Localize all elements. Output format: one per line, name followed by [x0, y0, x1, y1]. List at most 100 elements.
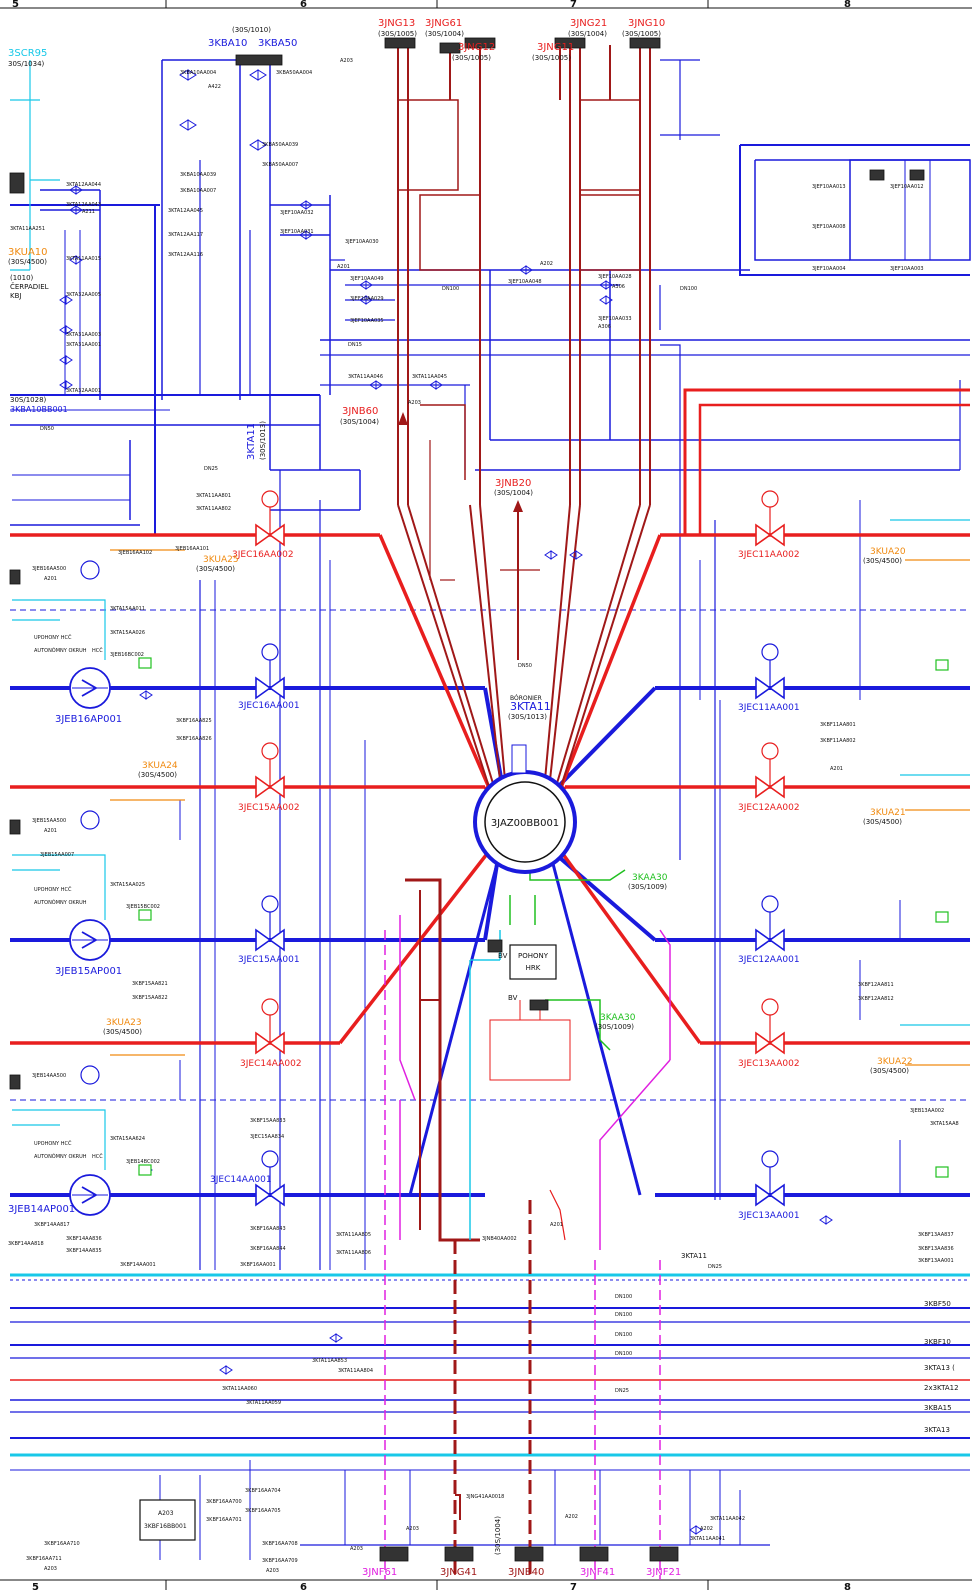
pohony-hrk-box[interactable]: [509, 944, 557, 980]
aa-tag: 3KBA50AA007: [262, 162, 298, 168]
aux-label: DN25: [615, 1388, 629, 1394]
kua-label: 3KUA21: [870, 808, 906, 818]
kua-ref: (30S/4500): [863, 557, 902, 565]
vessel-note: 3KTA11: [510, 700, 551, 713]
aa-tag: 3KTA15AA025: [110, 882, 145, 888]
aa-tag: 3KBA10AA007: [180, 188, 216, 194]
aux-label: A203: [340, 58, 353, 64]
aa-tag: 3JEF10AA030: [345, 239, 379, 245]
aa-tag: 3KTA11AA045: [412, 374, 447, 380]
pump-3jeb15ap001[interactable]: [69, 919, 111, 961]
frame-number-bottom: 7: [570, 1582, 577, 1590]
valve-3jec15aa001[interactable]: [255, 895, 285, 952]
kua-ref: (30S/4500): [863, 818, 902, 826]
frame-number-top: 6: [300, 0, 307, 10]
aa-tag: 3KTA15AA026: [110, 630, 145, 636]
valve-3jec13aa001[interactable]: [755, 1150, 785, 1207]
aux-label: A203: [350, 1546, 363, 1552]
aa-tag: 3JEF10AA048: [508, 279, 542, 285]
valve-3jec16aa002[interactable]: [255, 490, 285, 547]
connection-label: 3JNG12: [458, 42, 495, 53]
kaa-label: 3KAA30: [632, 873, 668, 883]
valve-label: 3JEC13AA001: [738, 1211, 800, 1221]
valve-3jec14aa001[interactable]: [255, 1150, 285, 1207]
valve-3jec14aa002[interactable]: [255, 998, 285, 1055]
vessel-note: (30S/1013): [508, 713, 547, 721]
aa-tag: 3KTA32AA001: [66, 388, 101, 394]
aa-tag: 3KTA11AA804: [338, 1368, 373, 1374]
valve-3jec16aa001[interactable]: [255, 643, 285, 700]
upohony-label: UPOHONY HCČ: [34, 634, 72, 641]
aa-tag: 3KTA31AA001: [66, 342, 101, 348]
valve-3jec11aa002[interactable]: [755, 490, 785, 547]
aa-tag: 3JEF10AA028: [598, 274, 632, 280]
kua-label: 3KUA24: [142, 761, 178, 771]
aux-label: DN50: [518, 663, 532, 669]
valve-3jec13aa002[interactable]: [755, 998, 785, 1055]
aa-tag: 3JEB15AA007: [40, 852, 74, 858]
aa-tag: 3KBF11AA802: [820, 738, 856, 744]
valve-3jec15aa002[interactable]: [255, 742, 285, 799]
bv-label: BV: [508, 994, 518, 1002]
aux-label: A203: [406, 1526, 419, 1532]
aa-tag: 3KBF15AA821: [132, 981, 168, 987]
aa-tag: 3JEF10AA049: [350, 276, 384, 282]
aa-tag: 3KBF16AA710: [44, 1541, 80, 1547]
aa-tag: 3KTA12AA116: [168, 252, 203, 258]
valve-label: 3JEC13AA002: [738, 1059, 800, 1069]
valve-3jec12aa002[interactable]: [755, 742, 785, 799]
aux-label: DN100: [680, 286, 697, 292]
aa-tag: 3KBF16AA701: [206, 1517, 242, 1523]
aa-tag: 3KBF16AA826: [176, 736, 212, 742]
aa-tag: 3KBF16AA001: [240, 1262, 276, 1268]
aa-tag: 3KTA15AA8: [930, 1121, 959, 1127]
aa-tag: 3KTA11AA806: [336, 1250, 371, 1256]
pump-3jeb14ap001[interactable]: [69, 1174, 111, 1216]
kaa-ref: (30S/1009): [628, 883, 667, 891]
valve-3jec11aa001[interactable]: [755, 643, 785, 700]
kua-ref: (30S/4500): [138, 771, 177, 779]
kua-label: 3KUA22: [877, 1057, 913, 1067]
aux-label: A201: [44, 576, 57, 582]
aa-tag: 3KTA11AA042: [710, 1516, 745, 1522]
aa-tag: 3JEF10AA033: [598, 316, 632, 322]
cyan-piping: [10, 60, 970, 1240]
aa-tag: 3JEB16BC002: [110, 652, 144, 658]
valve-3jec12aa001[interactable]: [755, 895, 785, 952]
tank-label: 3KBF16BB001: [144, 1523, 187, 1530]
kua-label: 3KUA23: [106, 1018, 142, 1028]
aux-label: A202: [700, 1526, 713, 1532]
kta11-bottom-label: 3KTA11: [681, 1252, 707, 1260]
vessel-label: 3JAZ00BB001: [491, 818, 559, 829]
pump-3jeb16ap001[interactable]: [69, 667, 111, 709]
connection-ref: (30S/1004): [568, 30, 607, 38]
vessel-note: BÓRONIER: [510, 695, 542, 702]
connection-ref: (30S/1005): [622, 30, 661, 38]
jnb60-label: 3JNB60: [342, 406, 378, 417]
left-text: ČERPADIEL: [10, 282, 49, 291]
orange-piping: [110, 549, 970, 1066]
valve-label: 3JEC11AA002: [738, 550, 800, 560]
valve-label: 3JEC16AA001: [238, 701, 300, 711]
upohony-label: UPOHONY HCČ: [34, 886, 72, 893]
aux-label: A201: [550, 1222, 563, 1228]
tank-3kbf16bb001[interactable]: [139, 1499, 196, 1541]
autonomny-label: AUTONÓMNY OKRUH: [34, 1153, 87, 1160]
aa-tag: 3JEB14BC002: [126, 1159, 160, 1165]
pohony-label: POHONY: [518, 952, 549, 960]
connection-ref: (30S/1005): [378, 30, 417, 38]
jnb60-ref: (30S/1004): [340, 418, 379, 426]
aa-tag: 3KBF12AA811: [858, 982, 894, 988]
aa-tag: 3JNB40AA002: [482, 1236, 517, 1242]
upohony-label: UPOHONY HCČ: [34, 1140, 72, 1147]
kaa-ref: (30S/1009): [595, 1023, 634, 1031]
frame-number-bottom: 5: [32, 1582, 39, 1590]
left-text: (1010): [10, 274, 34, 282]
aa-tag: 3KBF16AA711: [26, 1556, 62, 1562]
aa-tag: 3JEB16AA101: [175, 546, 209, 552]
vessel-top-flange: [511, 744, 527, 774]
valve-label: 3JEC15AA002: [238, 803, 300, 813]
left-text: 30S/1028): [10, 396, 47, 404]
